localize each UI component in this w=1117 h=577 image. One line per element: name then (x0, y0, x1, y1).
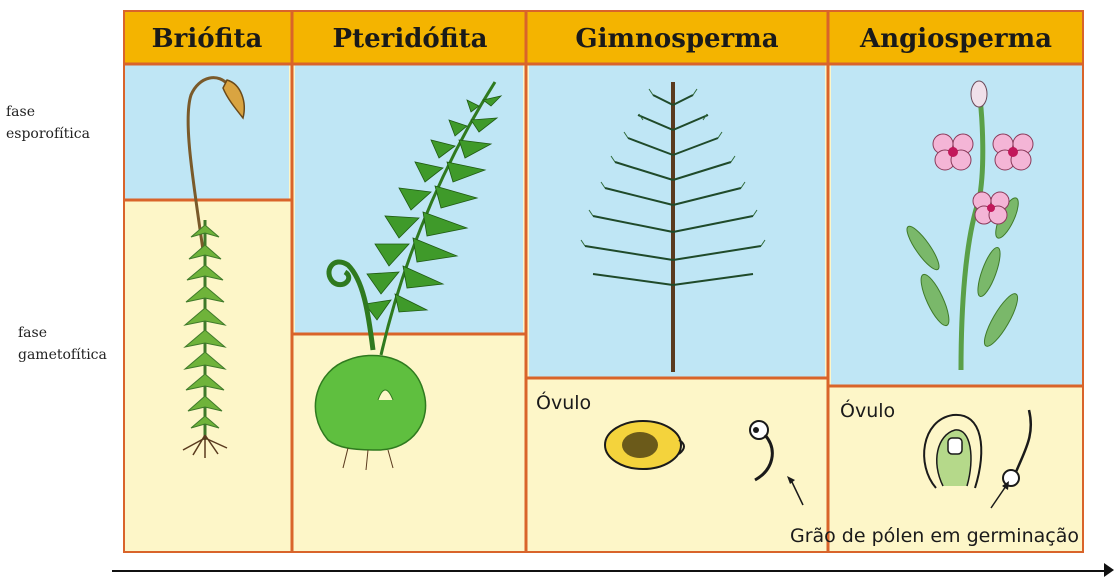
gymnosperm-sporophyte-zone (529, 64, 825, 378)
flower-bud (971, 81, 987, 107)
timeline-arrow-line (112, 570, 1108, 572)
fern-prothallus (315, 355, 425, 450)
plant-groups-diagram: Briófita Pteridófita Gimnosperma Angiosp… (123, 10, 1084, 553)
gametophytic-label-line-1: fase (18, 322, 107, 344)
ovule-label-gymnosperm: Óvulo (536, 390, 591, 414)
title-gimnosperma: Gimnosperma (575, 24, 778, 54)
gametophytic-label-line-2: gametofítica (18, 344, 107, 366)
angiosperm-sporophyte-zone (831, 64, 1084, 386)
ovule-label-angiosperm: Óvulo (840, 398, 895, 422)
sporophytic-label-line-1: fase (6, 101, 90, 123)
sporophytic-label-line-2: esporofítica (6, 123, 90, 145)
gametophytic-phase-label: fase gametofítica (18, 322, 107, 366)
bryophyte-sporophyte-zone (125, 64, 289, 200)
sporophytic-phase-label: fase esporofítica (6, 101, 90, 145)
title-angiosperma: Angiosperma (859, 24, 1052, 54)
timeline-arrow-head (1104, 563, 1114, 577)
pollen-germination-caption: Grão de pólen em germinação (790, 525, 1079, 547)
title-pteridofita: Pteridófita (333, 24, 488, 54)
title-briofita: Briófita (152, 24, 263, 54)
